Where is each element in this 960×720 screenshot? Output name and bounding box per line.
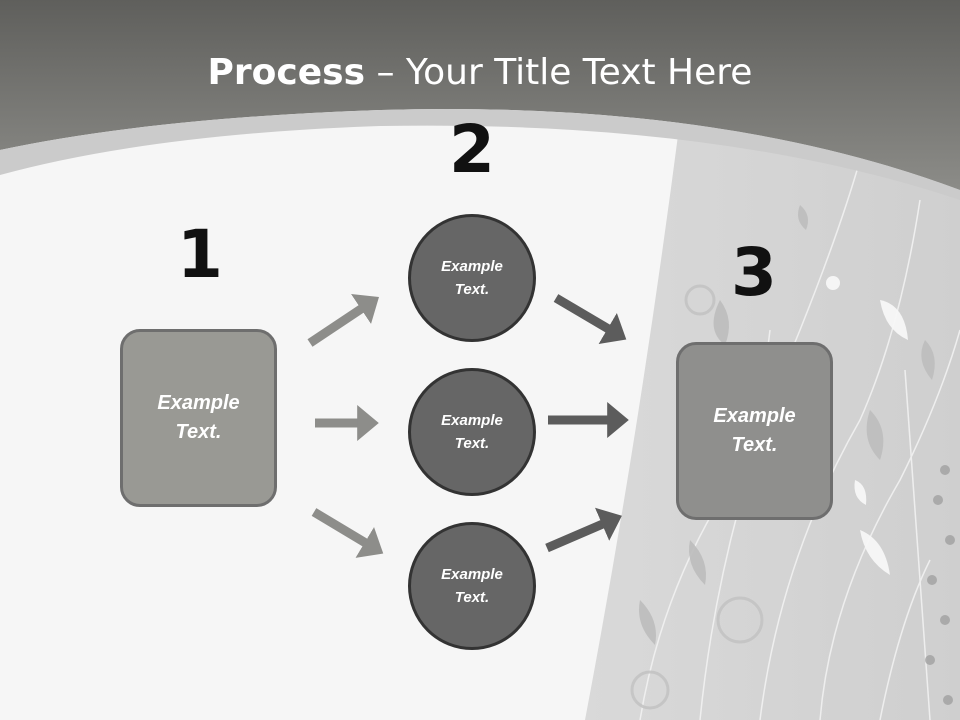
header-swoosh [0,109,960,200]
title-rest: – Your Title Text Here [365,52,753,93]
step-2-circle-middle: Example Text. [408,368,536,496]
arrow-1-to-2-bottom [311,508,384,558]
step-3-label: Example Text. [713,405,796,456]
step-2-circle-top: Example Text. [408,214,536,342]
arrow-2-top-to-3 [553,294,627,345]
arrow-2-bottom-to-3 [545,507,622,553]
step-number-1: 1 [177,216,223,293]
step-1-box: Example Text. [120,329,277,507]
step-3-box: Example Text. [676,342,833,520]
arrow-1-to-2-top [307,294,379,347]
step-1-label: Example Text. [157,392,240,443]
title-bold: Process [207,52,366,93]
step-number-3: 3 [731,234,777,311]
step-number-2: 2 [449,111,495,188]
step-2-circle-middle-label: Example Text. [441,412,503,452]
step-2-circle-bottom-label: Example Text. [441,566,503,606]
header-band [0,0,960,190]
step-2-circle-bottom: Example Text. [408,522,536,650]
slide-title: Process – Your Title Text Here [0,52,960,93]
step-2-circle-top-label: Example Text. [441,258,503,298]
